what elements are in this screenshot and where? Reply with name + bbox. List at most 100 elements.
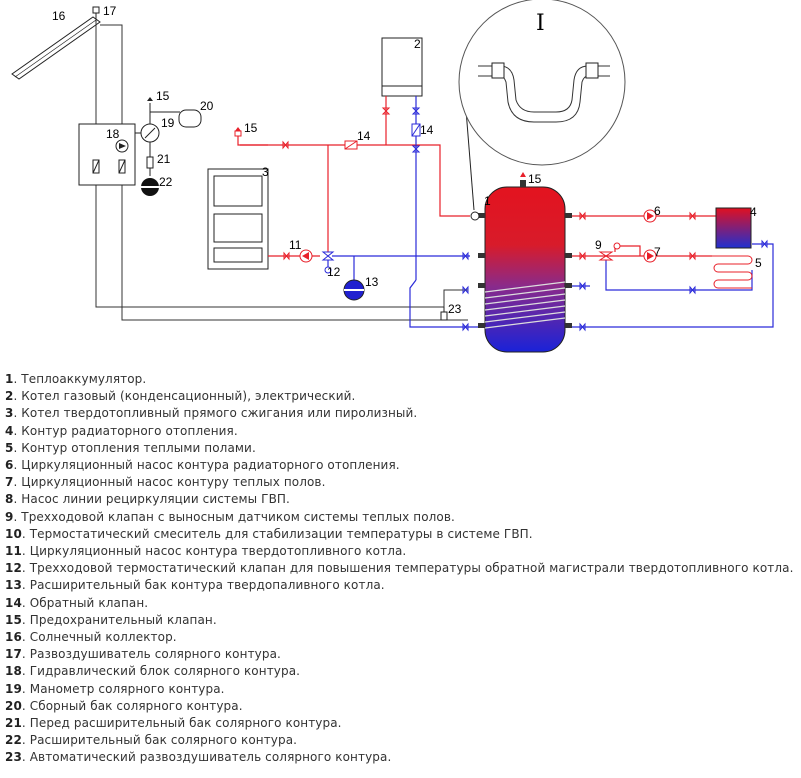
pump-7 — [643, 249, 657, 263]
legend-item-text: . Солнечный коллектор. — [21, 630, 177, 645]
label-detail-I: I — [536, 11, 545, 36]
label-21: 21 — [157, 152, 171, 166]
legend-item: 23. Автоматический развоздушиватель соля… — [5, 749, 801, 766]
heat-accumulator-tank — [478, 180, 572, 353]
heating-scheme-diagram: 16 17 18 15 20 19 21 22 — [11, 0, 774, 353]
legend-item-text: . Манометр солярного контура. — [21, 681, 225, 696]
label-3: 3 — [262, 165, 269, 179]
legend-list: 1. Теплоаккумулятор.2. Котел газовый (ко… — [5, 371, 801, 767]
legend-item-text: . Перед расширительный бак солярного кон… — [21, 716, 342, 731]
legend-item-number: 17 — [5, 647, 22, 662]
three-way-valve-9 — [598, 242, 621, 261]
label-16: 16 — [52, 9, 66, 23]
legend-item: 6. Циркуляционный насос контура радиатор… — [5, 457, 801, 474]
legend-item: 8. Насос линии рециркуляции системы ГВП. — [5, 491, 801, 508]
label-1: 1 — [484, 194, 491, 208]
legend-item: 15. Предохранительный клапан. — [5, 612, 801, 629]
label-19: 19 — [161, 116, 175, 130]
label-15c: 15 — [528, 172, 542, 186]
label-11: 11 — [289, 238, 302, 252]
legend-item-text: . Термостатический смеситель для стабили… — [21, 526, 533, 541]
legend-item-text: . Теплоаккумулятор. — [13, 372, 147, 386]
legend-item-number: 22 — [5, 733, 22, 748]
legend-item-number: 2 — [5, 389, 14, 404]
hot-pipes — [237, 96, 716, 257]
detail-circle — [458, 0, 626, 166]
label-17: 17 — [103, 4, 117, 18]
legend-item-text: . Контур отопления теплыми полами. — [13, 440, 256, 455]
legend-item-text: . Насос линии рециркуляции системы ГВП. — [13, 492, 290, 507]
legend-item-number: 13 — [5, 578, 22, 593]
legend-item: 14. Обратный клапан. — [5, 595, 801, 612]
three-way-valve-12 — [321, 251, 335, 274]
legend-item-text: . Циркуляционный насос контуру теплых по… — [13, 475, 326, 490]
legend-item: 5. Контур отопления теплыми полами. — [5, 440, 801, 457]
safety-valve-15-boiler — [234, 127, 242, 137]
solar-hydraulic-block — [78, 123, 136, 186]
legend-item-text: . Предохранительный клапан. — [21, 612, 217, 627]
legend-item: 20. Сборный бак солярного контура. — [5, 698, 801, 715]
legend-item-text: . Расширительный бак контура твердопалив… — [21, 578, 385, 593]
legend-item-number: 6 — [5, 458, 14, 473]
label-12: 12 — [327, 265, 341, 279]
label-7: 7 — [654, 245, 661, 259]
solar-accessories — [135, 103, 202, 176]
legend-item-text: . Трехходовой термостатический клапан дл… — [21, 561, 794, 576]
legend-item: 18. Гидравлический блок солярного контур… — [5, 663, 801, 680]
legend-item: 16. Солнечный коллектор. — [5, 629, 801, 646]
legend-item-text: . Автоматический развоздушиватель солярн… — [21, 750, 392, 765]
label-4: 4 — [750, 205, 757, 219]
label-5: 5 — [755, 256, 762, 270]
legend-item-number: 8 — [5, 492, 14, 507]
sensor-point — [470, 211, 480, 221]
legend-item-number: 18 — [5, 664, 22, 679]
legend-item: 21. Перед расширительный бак солярного к… — [5, 715, 801, 732]
legend-item-text: . Циркуляционный насос контура радиаторн… — [13, 458, 400, 473]
label-22: 22 — [159, 175, 173, 189]
legend-item-number: 21 — [5, 716, 22, 731]
legend-item: 22. Расширительный бак солярного контура… — [5, 732, 801, 749]
legend-item-text: . Котел газовый (конденсационный), элект… — [13, 389, 356, 404]
legend-item-number: 5 — [5, 440, 14, 455]
legend-item-number: 12 — [5, 561, 22, 576]
legend-item: 17. Развоздушиватель солярного контура. — [5, 646, 801, 663]
air-vent-23 — [440, 307, 448, 321]
legend-item-number: 3 — [5, 406, 14, 421]
label-20: 20 — [200, 99, 214, 113]
label-6: 6 — [654, 204, 661, 218]
label-14b: 14 — [420, 123, 434, 137]
legend-item-number: 11 — [5, 544, 22, 559]
legend-item: 1. Теплоаккумулятор. — [5, 371, 801, 388]
solar-collector — [11, 16, 101, 80]
label-15b: 15 — [244, 121, 258, 135]
legend-item-number: 10 — [5, 526, 22, 541]
legend-item-number: 19 — [5, 681, 22, 696]
legend-item-text: . Котел твердотопливный прямого сжигания… — [13, 406, 418, 421]
legend-item-number: 20 — [5, 698, 22, 713]
pump-11 — [299, 249, 313, 263]
legend-item-text: . Развоздушиватель солярного контура. — [21, 647, 281, 662]
legend-item-number: 15 — [5, 612, 22, 627]
legend-item-number: 16 — [5, 630, 22, 645]
legend-item-number: 14 — [5, 595, 22, 610]
legend-item-text: . Контур радиаторного отопления. — [13, 423, 238, 438]
legend-item: 19. Манометр солярного контура. — [5, 681, 801, 698]
legend-item-text: . Обратный клапан. — [21, 595, 149, 610]
gas-boiler — [381, 37, 423, 97]
legend-item: 9. Трехходовой клапан с выносным датчико… — [5, 509, 801, 526]
legend-item: 11. Циркуляционный насос контура твердот… — [5, 543, 801, 560]
shutoff-valves — [282, 107, 768, 332]
vent-15-solar — [147, 97, 153, 101]
label-15a: 15 — [156, 89, 170, 103]
legend-item-text: . Трехходовой клапан с выносным датчиком… — [13, 509, 455, 524]
legend-item-number: 23 — [5, 750, 22, 765]
legend-item-number: 1 — [5, 372, 14, 386]
check-valve-14-hot — [344, 140, 358, 150]
floor-heating-coil — [712, 255, 753, 289]
label-13: 13 — [365, 275, 379, 289]
check-valve-14-cold — [411, 123, 421, 137]
legend-item-text: . Гидравлический блок солярного контура. — [21, 664, 301, 679]
label-14a: 14 — [357, 129, 371, 143]
safety-valve-15-tank — [520, 172, 526, 177]
solid-fuel-boiler — [207, 168, 269, 270]
